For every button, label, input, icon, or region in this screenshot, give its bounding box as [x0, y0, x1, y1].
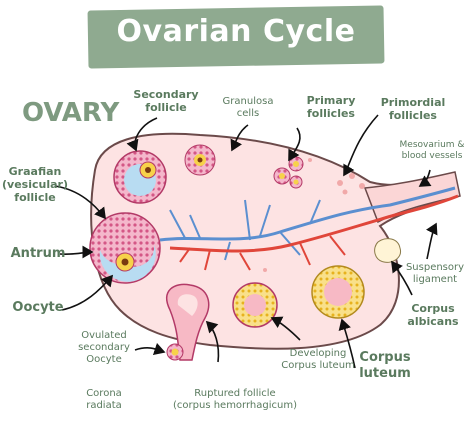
label-primary-follicles: Primary follicles [306, 94, 356, 121]
ovulated-oocyte [166, 343, 184, 361]
label-corpus-albicans: Corpus albicans [407, 302, 459, 329]
corpus-luteum [311, 265, 365, 319]
vein [159, 186, 456, 242]
label-secondary-follicle: Secondary follicle [133, 88, 199, 115]
label-ovulated-oocyte: Ovulated secondary Oocyte [78, 330, 130, 365]
label-suspensory-ligament: Suspensory ligament [405, 262, 465, 285]
label-developing-corpus-luteum: Developing Corpus luteum [281, 348, 355, 371]
label-ruptured-follicle: Ruptured follicle (corpus hemorrhagicum) [173, 388, 297, 411]
label-primordial-follicles: Primordial follicles [380, 96, 446, 123]
label-granulosa-cells: Granulosa cells [222, 96, 274, 119]
page-title: Ovarian Cycle [116, 14, 356, 49]
label-graafian-follicle: Graafian (vesicular) follicle [2, 165, 68, 205]
secondary-follicle [113, 150, 167, 204]
mesovarium-tube [363, 171, 461, 224]
pointer-arrows [54, 114, 438, 369]
artery [169, 194, 459, 253]
label-antrum: Antrum [10, 246, 66, 261]
artery-branches [179, 235, 346, 271]
label-mesovarium: Mesovarium & blood vessels [399, 140, 465, 161]
ovary-heading: OVARY [22, 98, 120, 128]
developing-corpus-luteum [232, 282, 278, 328]
granulosa-follicle [184, 144, 216, 176]
graafian-follicle [89, 212, 161, 284]
label-corpus-luteum: Corpus luteum [359, 350, 411, 381]
stroma-dots [263, 158, 365, 272]
corpus-albicans [374, 238, 401, 263]
label-oocyte: Oocyte [12, 300, 64, 315]
label-corona-radiata: Corona radiata [86, 388, 122, 411]
